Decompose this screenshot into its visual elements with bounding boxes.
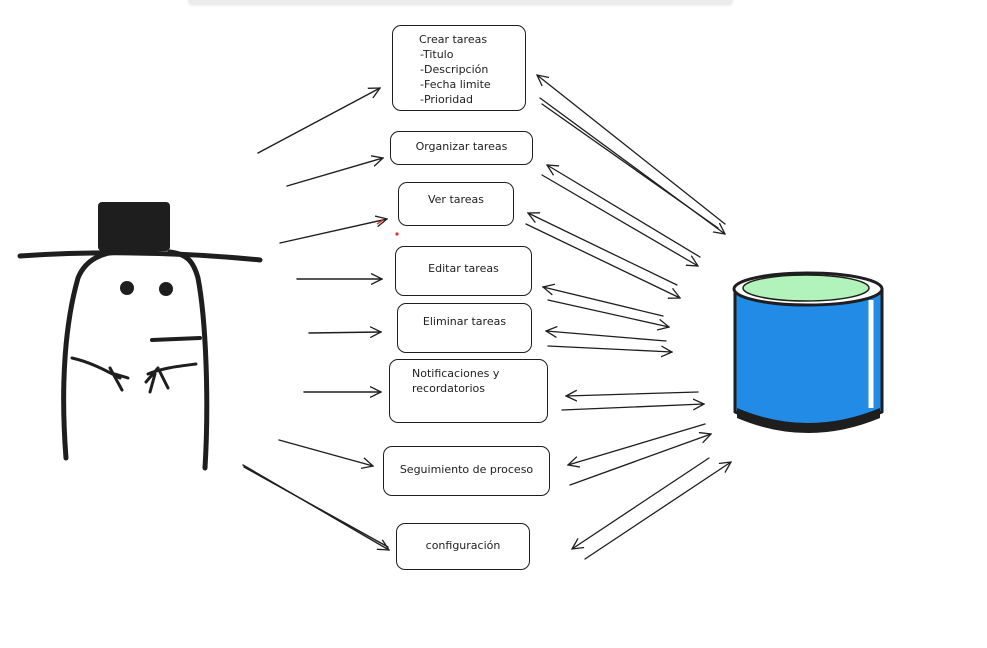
use-case-organizar-label: Organizar tareas [415,139,508,153]
use-case-crear-tareas[interactable]: Crear tareas -Titulo -Descripción -Fecha… [392,25,526,111]
use-case-editar-tareas[interactable]: Editar tareas [395,246,532,296]
body-outline [61,249,123,461]
use-case-crear-field: -Titulo [420,48,454,61]
hat-brim [17,250,263,263]
left-arm [70,356,130,392]
right-arm [144,362,198,394]
use-case-editar-label: Editar tareas [428,261,499,275]
mouth [150,336,202,342]
left-eye [120,281,134,295]
hat-crown [98,202,170,251]
use-case-configuracion-label: configuración [425,539,501,552]
actor-arrows [242,87,389,550]
use-case-configuracion[interactable]: configuración [396,523,530,570]
use-case-crear-title: Crear tareas [419,33,488,46]
use-case-seguimiento-label: Seguimiento de proceso [399,462,534,476]
use-case-crear-field: -Descripción [420,63,489,76]
use-case-ver-label: Ver tareas [427,192,485,206]
use-case-crear-field: -Fecha limite [420,78,491,91]
use-case-seguimiento[interactable]: Seguimiento de proceso [383,446,550,496]
use-case-eliminar-label: Eliminar tareas [422,314,507,328]
database-cylinder [732,271,884,433]
use-case-eliminar-tareas[interactable]: Eliminar tareas [397,303,532,353]
use-case-organizar-tareas[interactable]: Organizar tareas [390,131,533,165]
use-case-notificaciones-line: recordatorios [412,382,485,395]
database-arrows [525,75,731,560]
use-case-ver-tareas[interactable]: Ver tareas [398,182,514,226]
actor-figure [17,202,263,471]
use-case-notificaciones[interactable]: Notificaciones y recordatorios [389,359,548,423]
canvas-toolbar-edge [188,0,733,4]
use-case-notificaciones-line: Notificaciones y [412,367,500,380]
right-eye [159,282,173,296]
use-case-crear-field: -Prioridad [420,93,474,106]
